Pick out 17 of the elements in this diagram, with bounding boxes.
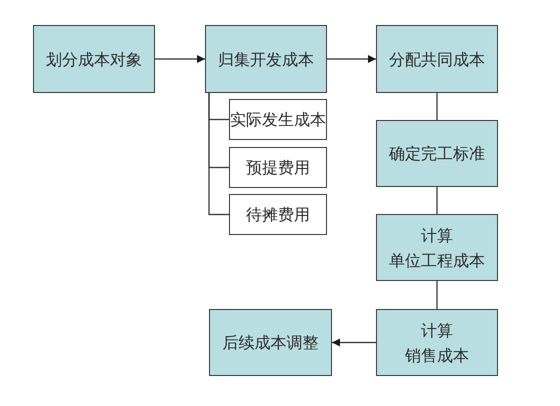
arrow xyxy=(327,55,376,63)
connector-line xyxy=(436,187,438,214)
process-box: 确定完工标准 xyxy=(376,120,498,187)
process-box: 归集开发成本 xyxy=(205,25,327,93)
arrow xyxy=(155,55,205,63)
process-box: 计算 单位工程成本 xyxy=(376,214,498,281)
process-box: 划分成本对象 xyxy=(33,25,155,93)
item-box: 待摊费用 xyxy=(229,194,327,235)
arrow xyxy=(332,338,376,346)
item-box: 实际发生成本 xyxy=(229,99,327,140)
item-box: 预提费用 xyxy=(229,147,327,188)
process-box: 分配共同成本 xyxy=(376,25,498,93)
connector-line xyxy=(436,93,438,120)
process-box: 后续成本调整 xyxy=(209,309,332,376)
process-box: 计算 销售成本 xyxy=(376,309,498,376)
connector-line xyxy=(436,281,438,309)
connector-line xyxy=(208,93,229,216)
